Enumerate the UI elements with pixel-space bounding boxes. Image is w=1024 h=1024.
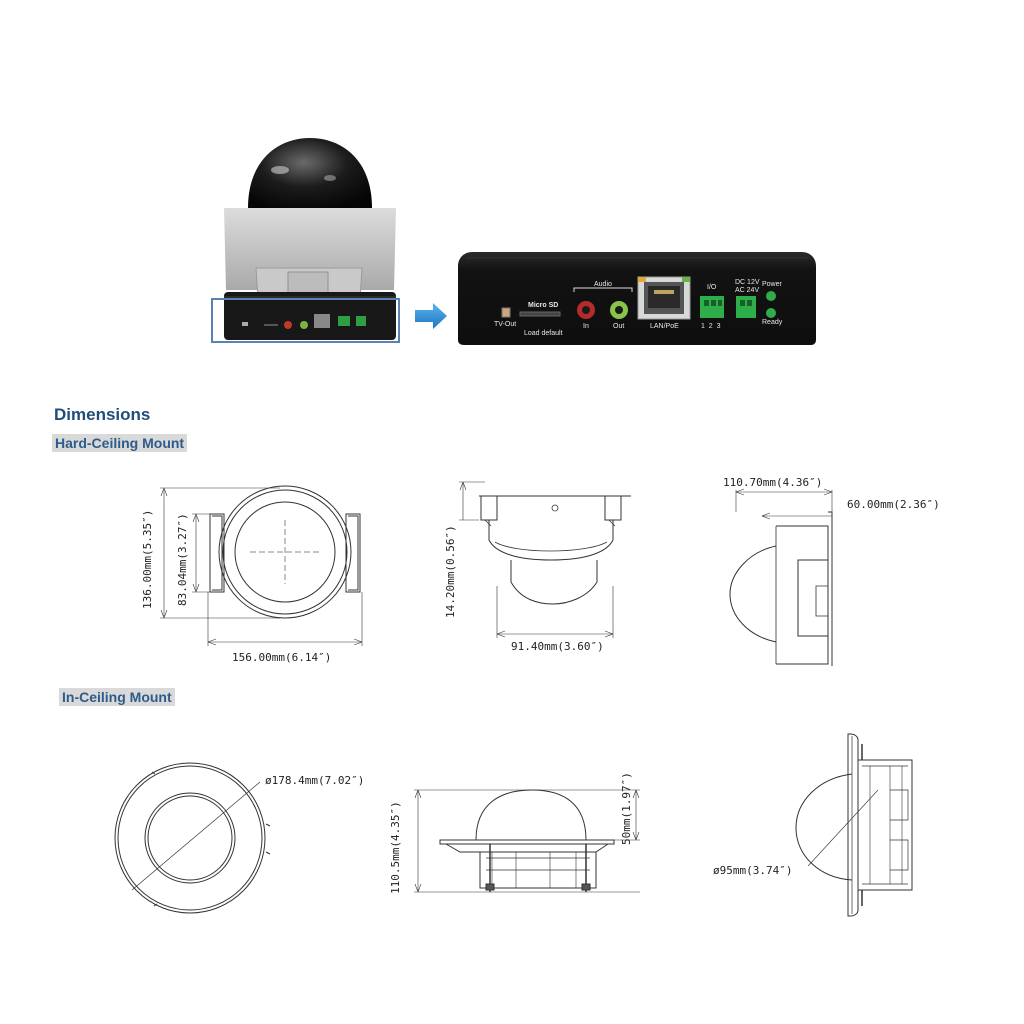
audio-out-label: Out	[613, 323, 625, 330]
hard-ceiling-profile-view	[720, 486, 840, 666]
tv-out-label: TV-Out	[494, 321, 517, 328]
audio-in-label: In	[583, 323, 589, 330]
in-ceiling-side-view	[400, 780, 650, 900]
in-ceiling-title: In-Ceiling Mount	[59, 688, 175, 706]
audio-label: Audio	[594, 281, 612, 288]
arrow-right-icon	[413, 302, 449, 330]
profile-total-dim: 110.70mm(4.36″)	[723, 476, 823, 489]
front-width-dim: 156.00mm(6.14″)	[232, 651, 332, 664]
front-height-dim: 136.00mm(5.35″)	[141, 509, 154, 609]
load-default-label: Load default	[524, 330, 563, 337]
side-width-dim: 91.40mm(3.60″)	[511, 640, 604, 653]
highlight-box	[211, 298, 400, 343]
hard-ceiling-front-view	[150, 480, 370, 660]
section-title: Dimensions	[54, 405, 151, 424]
back-panel-photo: TV-Out Micro SD Load default Audio In Ou…	[456, 250, 818, 346]
in-ceiling-top-view	[110, 760, 280, 920]
front-inner-dim: 83.04mm(3.27″)	[176, 513, 189, 606]
total-height-dim: 110.5mm(4.35″)	[389, 801, 402, 894]
side-height-dim: 14.20mm(0.56″)	[444, 525, 457, 618]
outer-diameter-dim: ø178.4mm(7.02″)	[265, 774, 365, 787]
hard-ceiling-side-view	[455, 476, 635, 646]
dome-diameter-dim: ø95mm(3.74″)	[713, 864, 793, 877]
dome-height-dim: 50mm(1.97″)	[620, 772, 633, 845]
io-pins-label: 1 2 3	[701, 323, 721, 330]
profile-part-dim: 60.00mm(2.36″)	[847, 498, 940, 511]
io-label: I/O	[707, 284, 717, 291]
power-label: Power	[762, 281, 782, 288]
ready-label: Ready	[762, 319, 783, 326]
power-spec-label: DC 12V AC 24V	[735, 279, 760, 294]
micro-sd-label: Micro SD	[528, 302, 559, 309]
in-ceiling-profile-view	[790, 730, 920, 920]
camera-photo	[210, 130, 405, 345]
lan-label: LAN/PoE	[650, 323, 679, 330]
hard-ceiling-title: Hard-Ceiling Mount	[52, 434, 188, 452]
